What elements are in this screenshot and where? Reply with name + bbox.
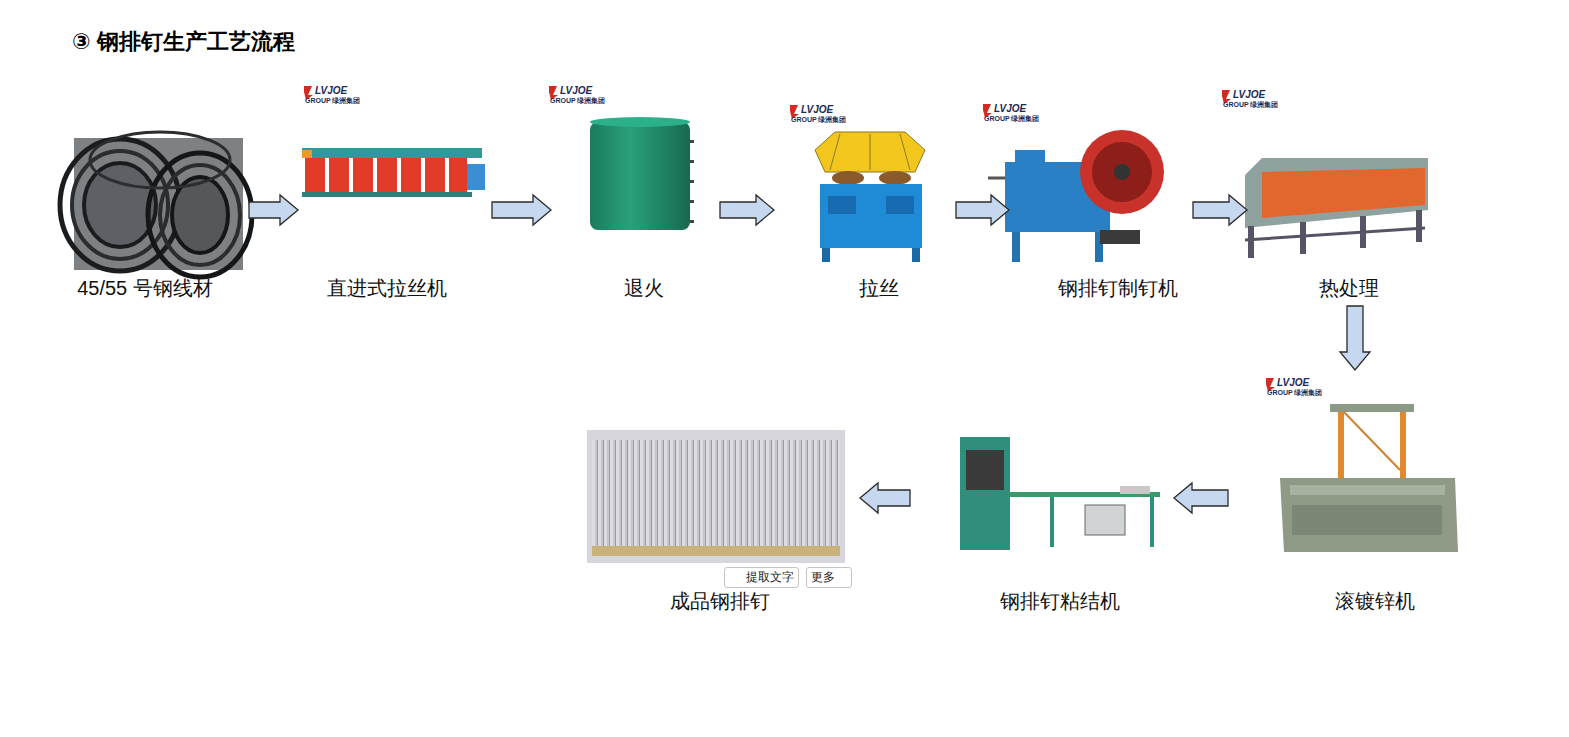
bonding-machine-picture [960, 437, 1160, 550]
logo-subtext: GROUP 绿洲集团 [791, 116, 847, 124]
step-caption: 钢排钉制钉机 [1058, 276, 1178, 300]
step-caption: 45/55 号钢线材 [77, 276, 213, 300]
process-step: 钢排钉粘结机 [912, 430, 1172, 622]
finished-nails-photo [587, 430, 845, 563]
flow-arrow [492, 195, 551, 225]
step-caption: 拉丝 [859, 276, 899, 300]
step-caption: 热处理 [1319, 276, 1379, 300]
process-step: 钢排钉制钉机 [1011, 120, 1191, 302]
step-caption: 成品钢排钉 [670, 589, 770, 613]
flow-arrow [1174, 483, 1228, 513]
logo-text: LVJOE [1233, 89, 1265, 100]
logo-subtext: GROUP 绿洲集团 [1223, 101, 1279, 109]
process-step: 拉丝 [776, 120, 954, 302]
process-step: 直进式拉丝机 [300, 132, 490, 302]
logo-subtext: GROUP 绿洲集团 [305, 97, 361, 105]
logo-text: LVJOE [560, 85, 592, 96]
step-caption: 直进式拉丝机 [327, 276, 447, 300]
flow-arrow [1340, 306, 1370, 370]
logo-subtext: GROUP 绿洲集团 [1267, 389, 1323, 397]
process-step: 45/55 号钢线材 [70, 132, 247, 302]
logo-subtext: GROUP 绿洲集团 [984, 115, 1040, 123]
logo-marks [304, 86, 1275, 392]
process-step: 热处理 [1249, 110, 1461, 304]
drawing-machine-picture [302, 148, 485, 197]
flow-arrow [956, 195, 1009, 225]
ui-button: 更多 [806, 567, 852, 588]
step-caption: 滚镀锌机 [1335, 589, 1415, 613]
diagram-title: ③ 钢排钉生产工艺流程 [72, 28, 295, 56]
flow-arrow [860, 483, 910, 513]
logo-text: LVJOE [801, 104, 833, 115]
flow-arrow [1193, 195, 1247, 225]
ui-button: 提取文字 [724, 567, 799, 588]
galvanizing-machine-picture [1280, 404, 1458, 552]
logo-text: LVJOE [994, 103, 1026, 114]
process-step: 退火 [553, 112, 718, 302]
heat-treatment-furnace-picture [1245, 158, 1428, 258]
flow-arrow [720, 195, 774, 225]
wire-drawing-machine-picture [815, 132, 925, 262]
wire-coil-photo [60, 132, 252, 277]
process-step: 成品钢排钉 [585, 428, 858, 622]
step-caption: 退火 [624, 276, 664, 300]
process-step: 滚镀锌机 [1230, 372, 1465, 622]
nail-making-machine-picture [988, 130, 1164, 262]
step-caption: 钢排钉粘结机 [1000, 589, 1120, 613]
flow-arrow [249, 195, 298, 225]
logo-text: LVJOE [1277, 377, 1309, 388]
annealing-furnace-picture [590, 117, 694, 230]
logo-text: LVJOE [315, 85, 347, 96]
logo-subtext: GROUP 绿洲集团 [550, 97, 606, 105]
